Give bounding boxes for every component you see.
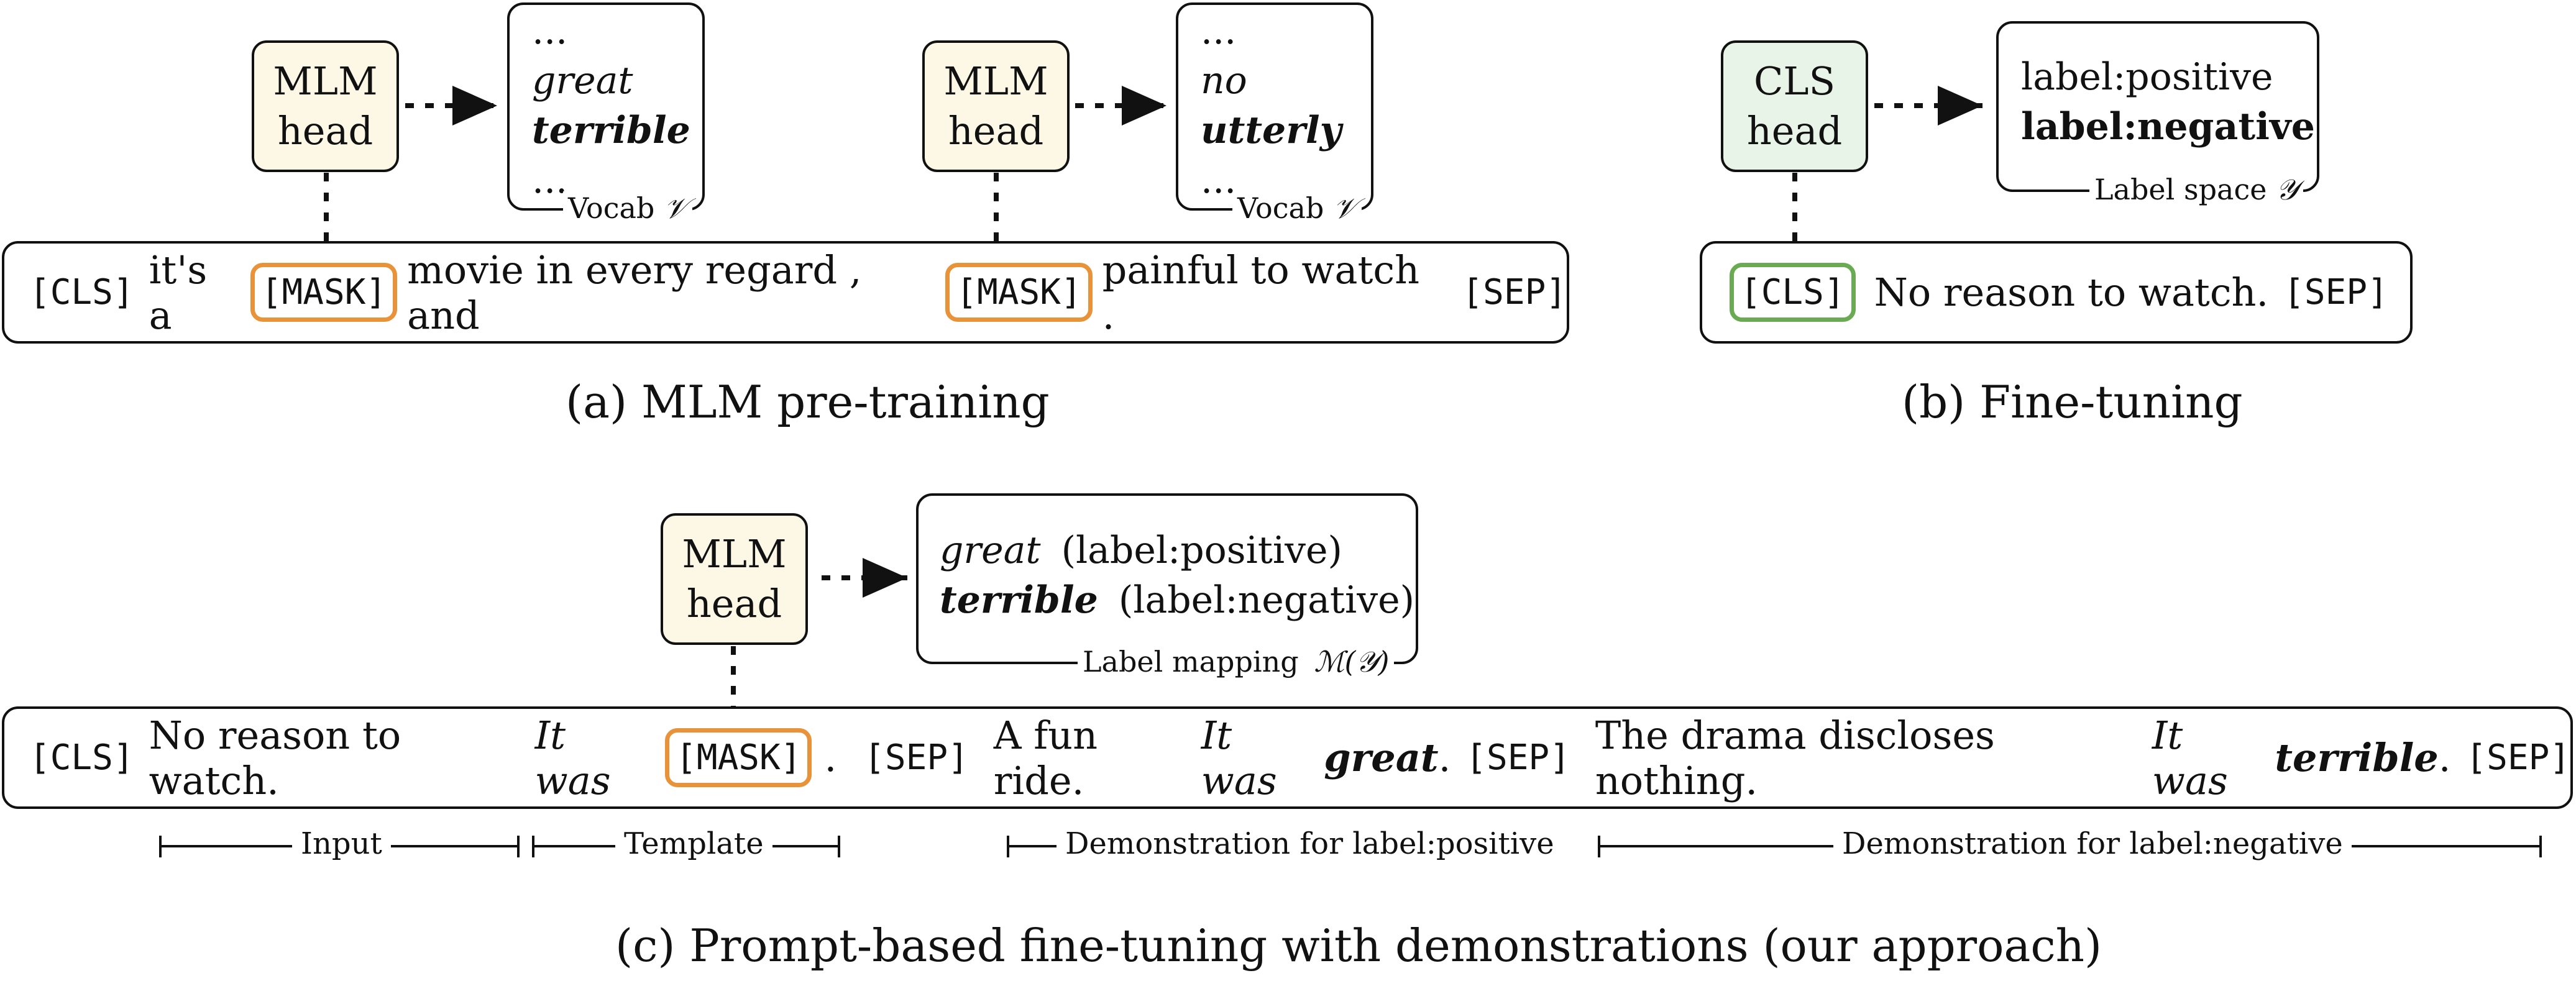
sentence-box-b: [CLS] No reason to watch. [SEP] (1700, 241, 2413, 344)
label-space-box: label:positive label:negative (1996, 21, 2319, 192)
cls-token-highlighted: [CLS] (1730, 263, 1856, 322)
sep-token-2: [SEP] (1465, 737, 1570, 778)
caption-a: (a) MLM pre-training (566, 376, 1050, 428)
sep-token: [SEP] (1462, 272, 1567, 313)
label-positive: label:positive (2021, 55, 2273, 99)
demo-neg-text: The drama discloses nothing. (1595, 712, 1995, 803)
cls-head-line1: CLS (1753, 58, 1836, 104)
mask-token: [MASK] (665, 728, 812, 787)
template-period: . (824, 735, 837, 780)
vocab-word-no: no (1201, 59, 1247, 103)
span-label-demo-negative: Demonstration for label:negative (1833, 826, 2352, 861)
input-text: No reason to watch. (149, 712, 401, 803)
label-mapping-caption: Label mapping ℳ(𝒴) (1078, 645, 1395, 680)
sentence-box-c: [CLS] No reason to watch. It was [MASK] … (2, 706, 2573, 809)
sep-token-1: [SEP] (864, 737, 969, 778)
demo-pos-template: It was (1201, 712, 1277, 803)
span-label-input: Input (292, 826, 391, 861)
span-label-template: Template (615, 826, 772, 861)
cls-token: [CLS] (29, 737, 134, 778)
mlm-head-box: MLM head (252, 40, 399, 172)
mapping-label-positive: (label:positive) (1061, 529, 1342, 572)
sep-token-3: [SEP] (2465, 737, 2571, 778)
vocab-box-left: ... great terrible ... (507, 2, 705, 211)
mask-token-1: [MASK] (250, 263, 398, 322)
vocab-label-right: Vocab 𝒱 (1232, 191, 1362, 226)
label-space-caption: Label space 𝒴 (2089, 173, 2304, 208)
mlm-head-line1: MLM (943, 58, 1048, 104)
demo-pos-text: A fun ride. (993, 712, 1098, 803)
mask-token-2: [MASK] (945, 263, 1093, 322)
demo-pos-period: . (1438, 735, 1451, 780)
mlm-head-box-c: MLM head (661, 513, 808, 645)
mapping-word-terrible: terrible (940, 578, 1098, 622)
sentence-text: it's a (149, 247, 208, 338)
mlm-head-line2: head (686, 581, 782, 626)
sentence-box-a: [CLS] it's a [MASK] movie in every regar… (2, 241, 1569, 344)
cls-token: [CLS] (29, 272, 134, 313)
vocab-dots-top: ... (1201, 9, 1237, 53)
label-negative: label:negative (2021, 105, 2315, 148)
caption-c: (c) Prompt-based fine-tuning with demons… (615, 920, 2102, 972)
template-text: It was (534, 712, 611, 803)
cls-head-line2: head (1746, 108, 1843, 153)
vocab-word-utterly: utterly (1201, 109, 1342, 152)
label-mapping-box: great (label:positive) terrible (label:n… (916, 493, 1418, 664)
mlm-head-box-right: MLM head (922, 40, 1070, 172)
demo-pos-word-great: great (1324, 735, 1439, 780)
sep-token: [SEP] (2283, 272, 2388, 313)
caption-b: (b) Fine-tuning (1902, 376, 2243, 428)
mapping-word-great: great (940, 529, 1041, 572)
vocab-dots-bottom: ... (1201, 158, 1237, 202)
demo-neg-period: . (2438, 735, 2451, 780)
demo-neg-word-terrible: terrible (2275, 735, 2439, 780)
vocab-box-right: ... no utterly ... (1176, 2, 1373, 211)
vocab-label-left: Vocab 𝒱 (563, 191, 693, 226)
mlm-head-line2: head (277, 108, 374, 153)
cls-head-box: CLS head (1721, 40, 1868, 172)
mlm-head-line1: MLM (682, 531, 787, 577)
vocab-word-terrible: terrible (532, 109, 690, 152)
vocab-dots-bottom: ... (532, 158, 568, 202)
mlm-head-line1: MLM (273, 58, 378, 104)
vocab-dots-top: ... (532, 9, 568, 53)
mapping-label-negative: (label:negative) (1118, 578, 1415, 622)
sentence-text: No reason to watch. (1874, 270, 2269, 315)
mlm-head-line2: head (948, 108, 1044, 153)
span-label-demo-positive: Demonstration for label:positive (1057, 826, 1563, 861)
demo-neg-template: It was (2152, 712, 2228, 803)
vocab-word-great: great (532, 59, 633, 103)
sentence-text: movie in every regard , and (407, 247, 862, 338)
sentence-text: painful to watch . (1102, 247, 1420, 338)
